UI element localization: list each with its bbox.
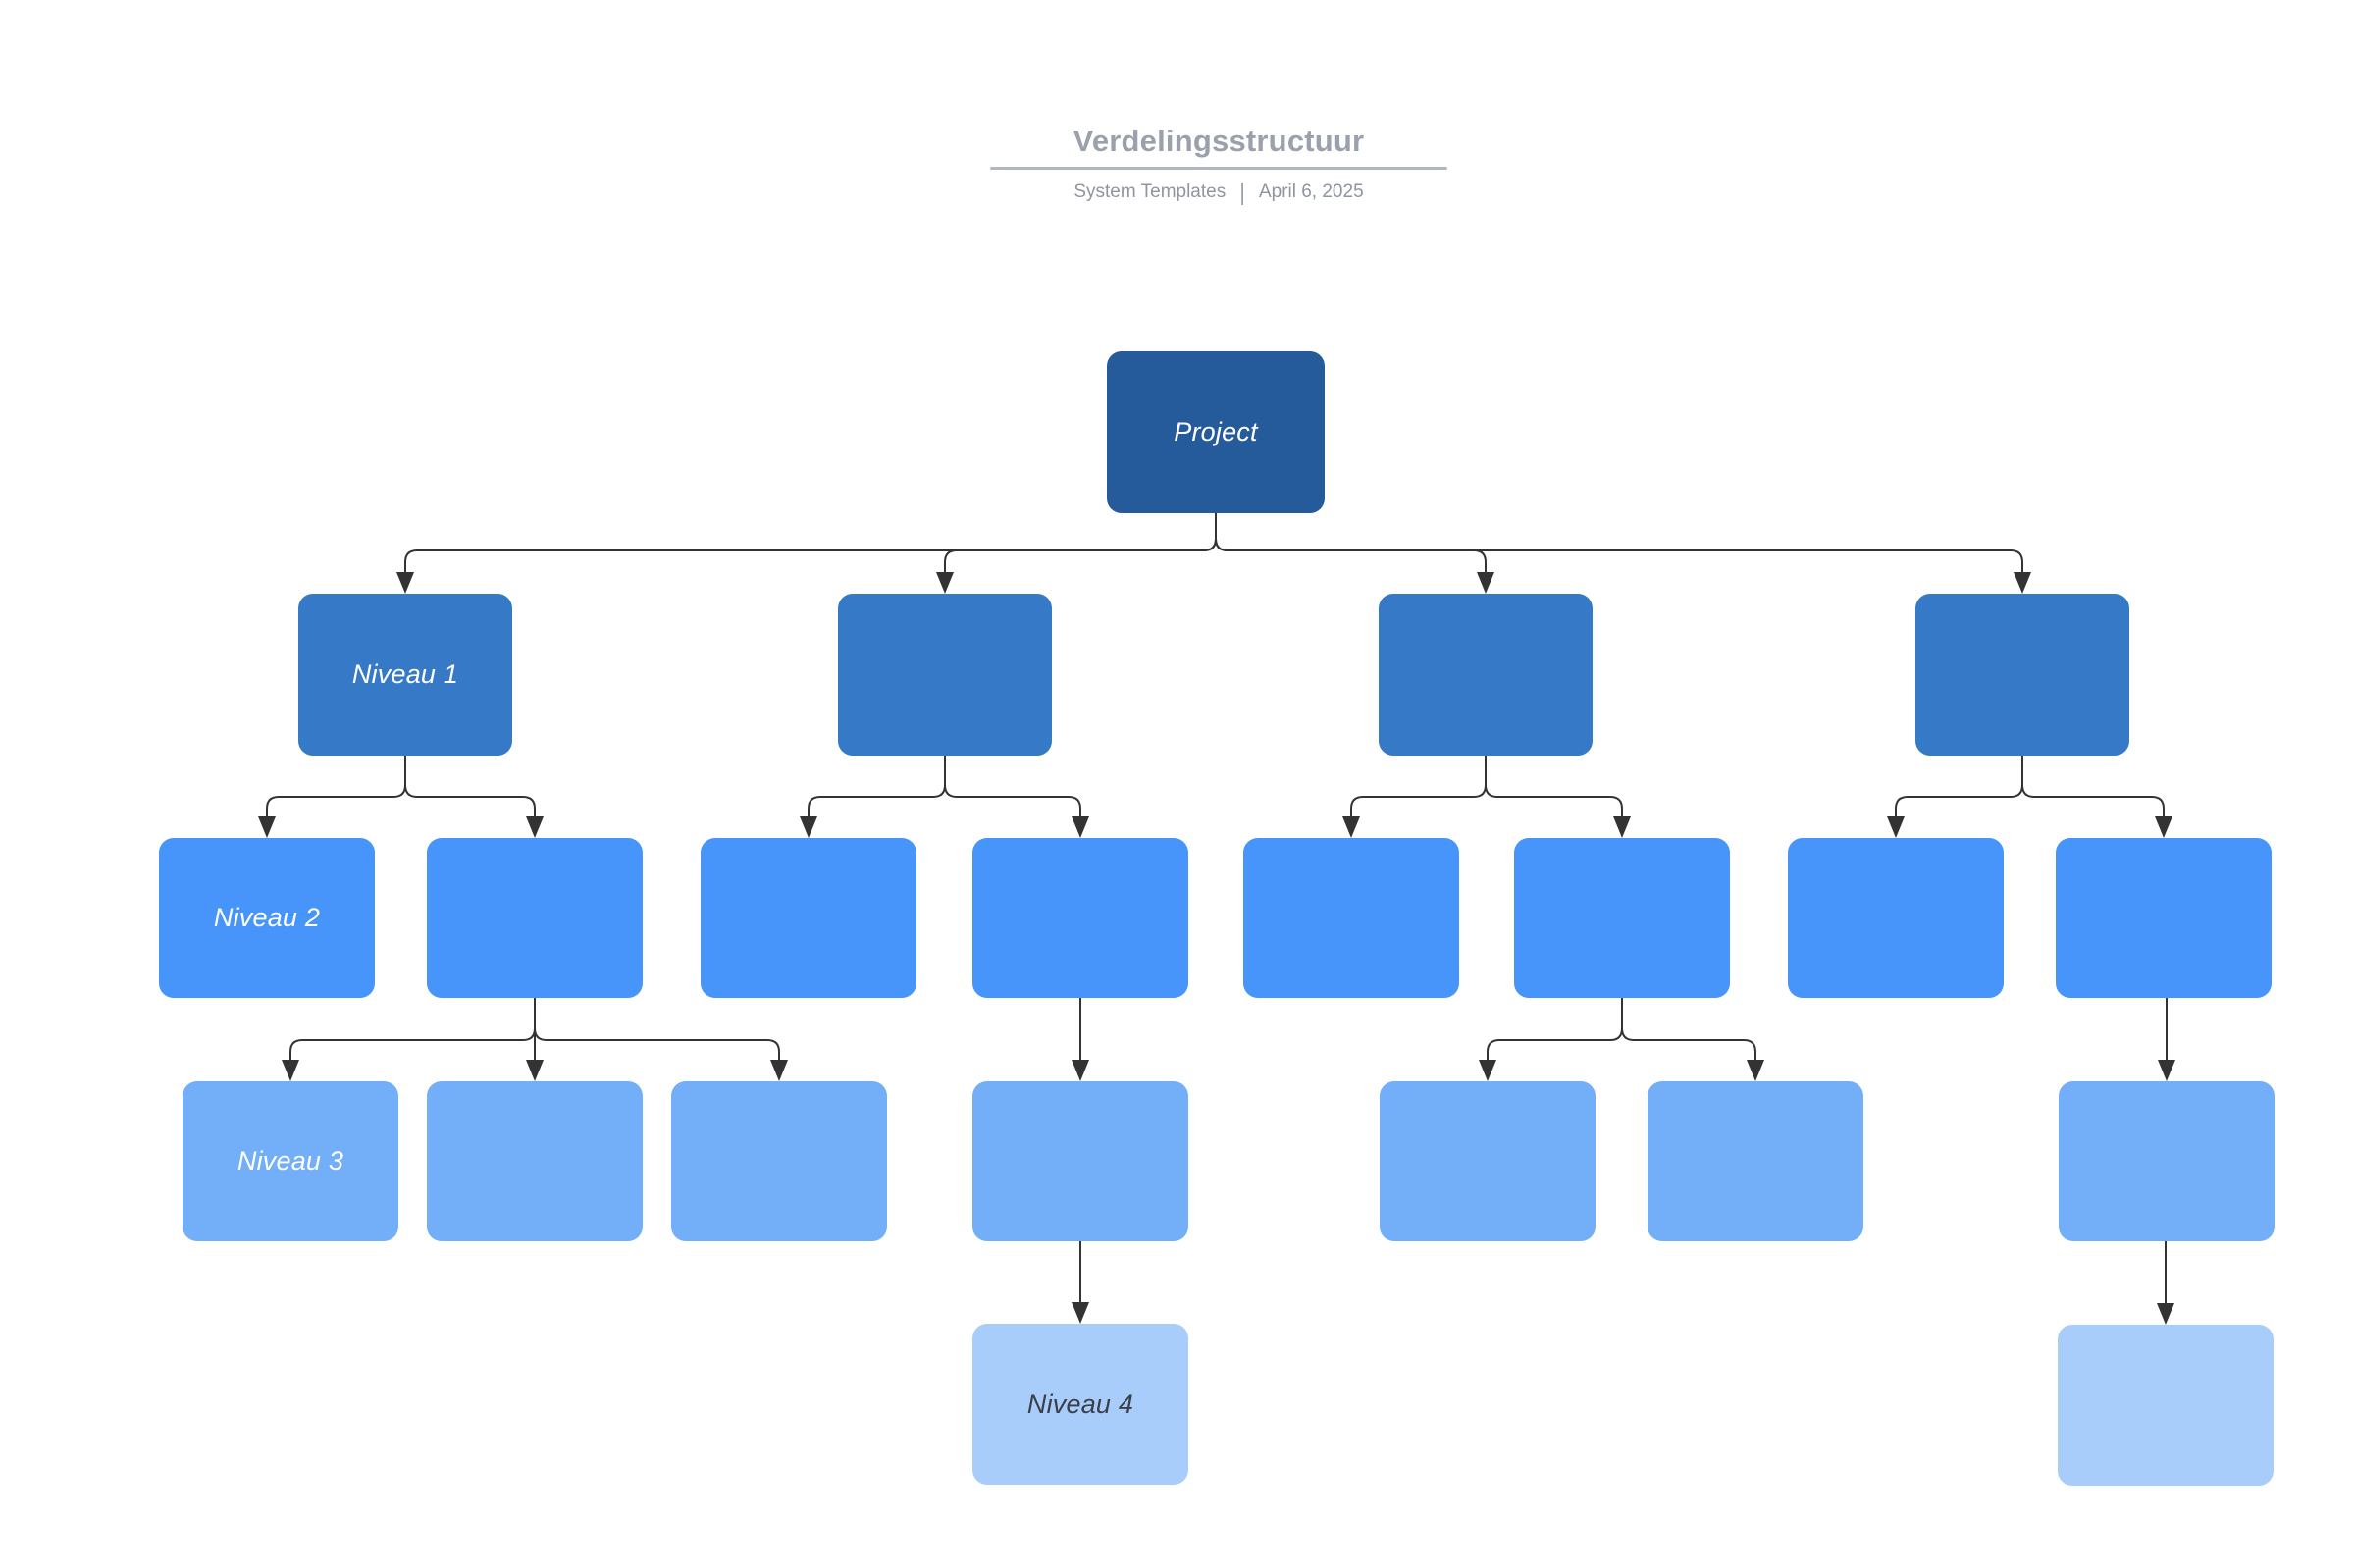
org-node-level2[interactable] xyxy=(972,838,1188,998)
org-node-level2-niveau-2[interactable]: Niveau 2 xyxy=(159,838,375,998)
node-label: Niveau 1 xyxy=(351,659,459,689)
org-node-level2[interactable] xyxy=(701,838,916,998)
diagram-header: Verdelingsstructuur System Templates | A… xyxy=(990,124,1447,205)
org-node-level3[interactable] xyxy=(2059,1081,2275,1241)
org-node-level1[interactable] xyxy=(838,594,1052,756)
org-node-level2[interactable] xyxy=(1514,838,1730,998)
subtitle-separator: | xyxy=(1239,177,1245,206)
org-node-level2[interactable] xyxy=(427,838,643,998)
org-node-level3-niveau-3[interactable]: Niveau 3 xyxy=(183,1081,398,1241)
diagram-subtitle: System Templates | April 6, 2025 xyxy=(990,177,1447,206)
org-node-level2[interactable] xyxy=(1788,838,2004,998)
org-node-level4-niveau-4[interactable]: Niveau 4 xyxy=(972,1324,1188,1485)
org-node-level3[interactable] xyxy=(671,1081,887,1241)
diagram-title: Verdelingsstructuur xyxy=(1073,124,1365,158)
org-node-level3[interactable] xyxy=(427,1081,643,1241)
org-node-level3[interactable] xyxy=(1380,1081,1596,1241)
org-node-level3[interactable] xyxy=(972,1081,1188,1241)
org-node-level1[interactable] xyxy=(1379,594,1593,756)
node-label: Project xyxy=(1174,417,1258,446)
org-node-level3[interactable] xyxy=(1648,1081,1863,1241)
org-node-level2[interactable] xyxy=(1243,838,1459,998)
org-node-level4[interactable] xyxy=(2058,1325,2274,1486)
title-underline xyxy=(990,166,1447,170)
node-label: Niveau 4 xyxy=(1026,1388,1134,1419)
subtitle-date: April 6, 2025 xyxy=(1258,181,1364,202)
subtitle-author: System Templates xyxy=(1073,181,1227,202)
org-node-level1-niveau-1[interactable]: Niveau 1 xyxy=(298,594,512,756)
node-label: Niveau 3 xyxy=(236,1146,344,1176)
node-label: Niveau 2 xyxy=(213,903,321,932)
org-node-level0-project[interactable]: Project xyxy=(1107,351,1325,513)
org-node-level1[interactable] xyxy=(1915,594,2129,756)
org-node-level2[interactable] xyxy=(2056,838,2272,998)
